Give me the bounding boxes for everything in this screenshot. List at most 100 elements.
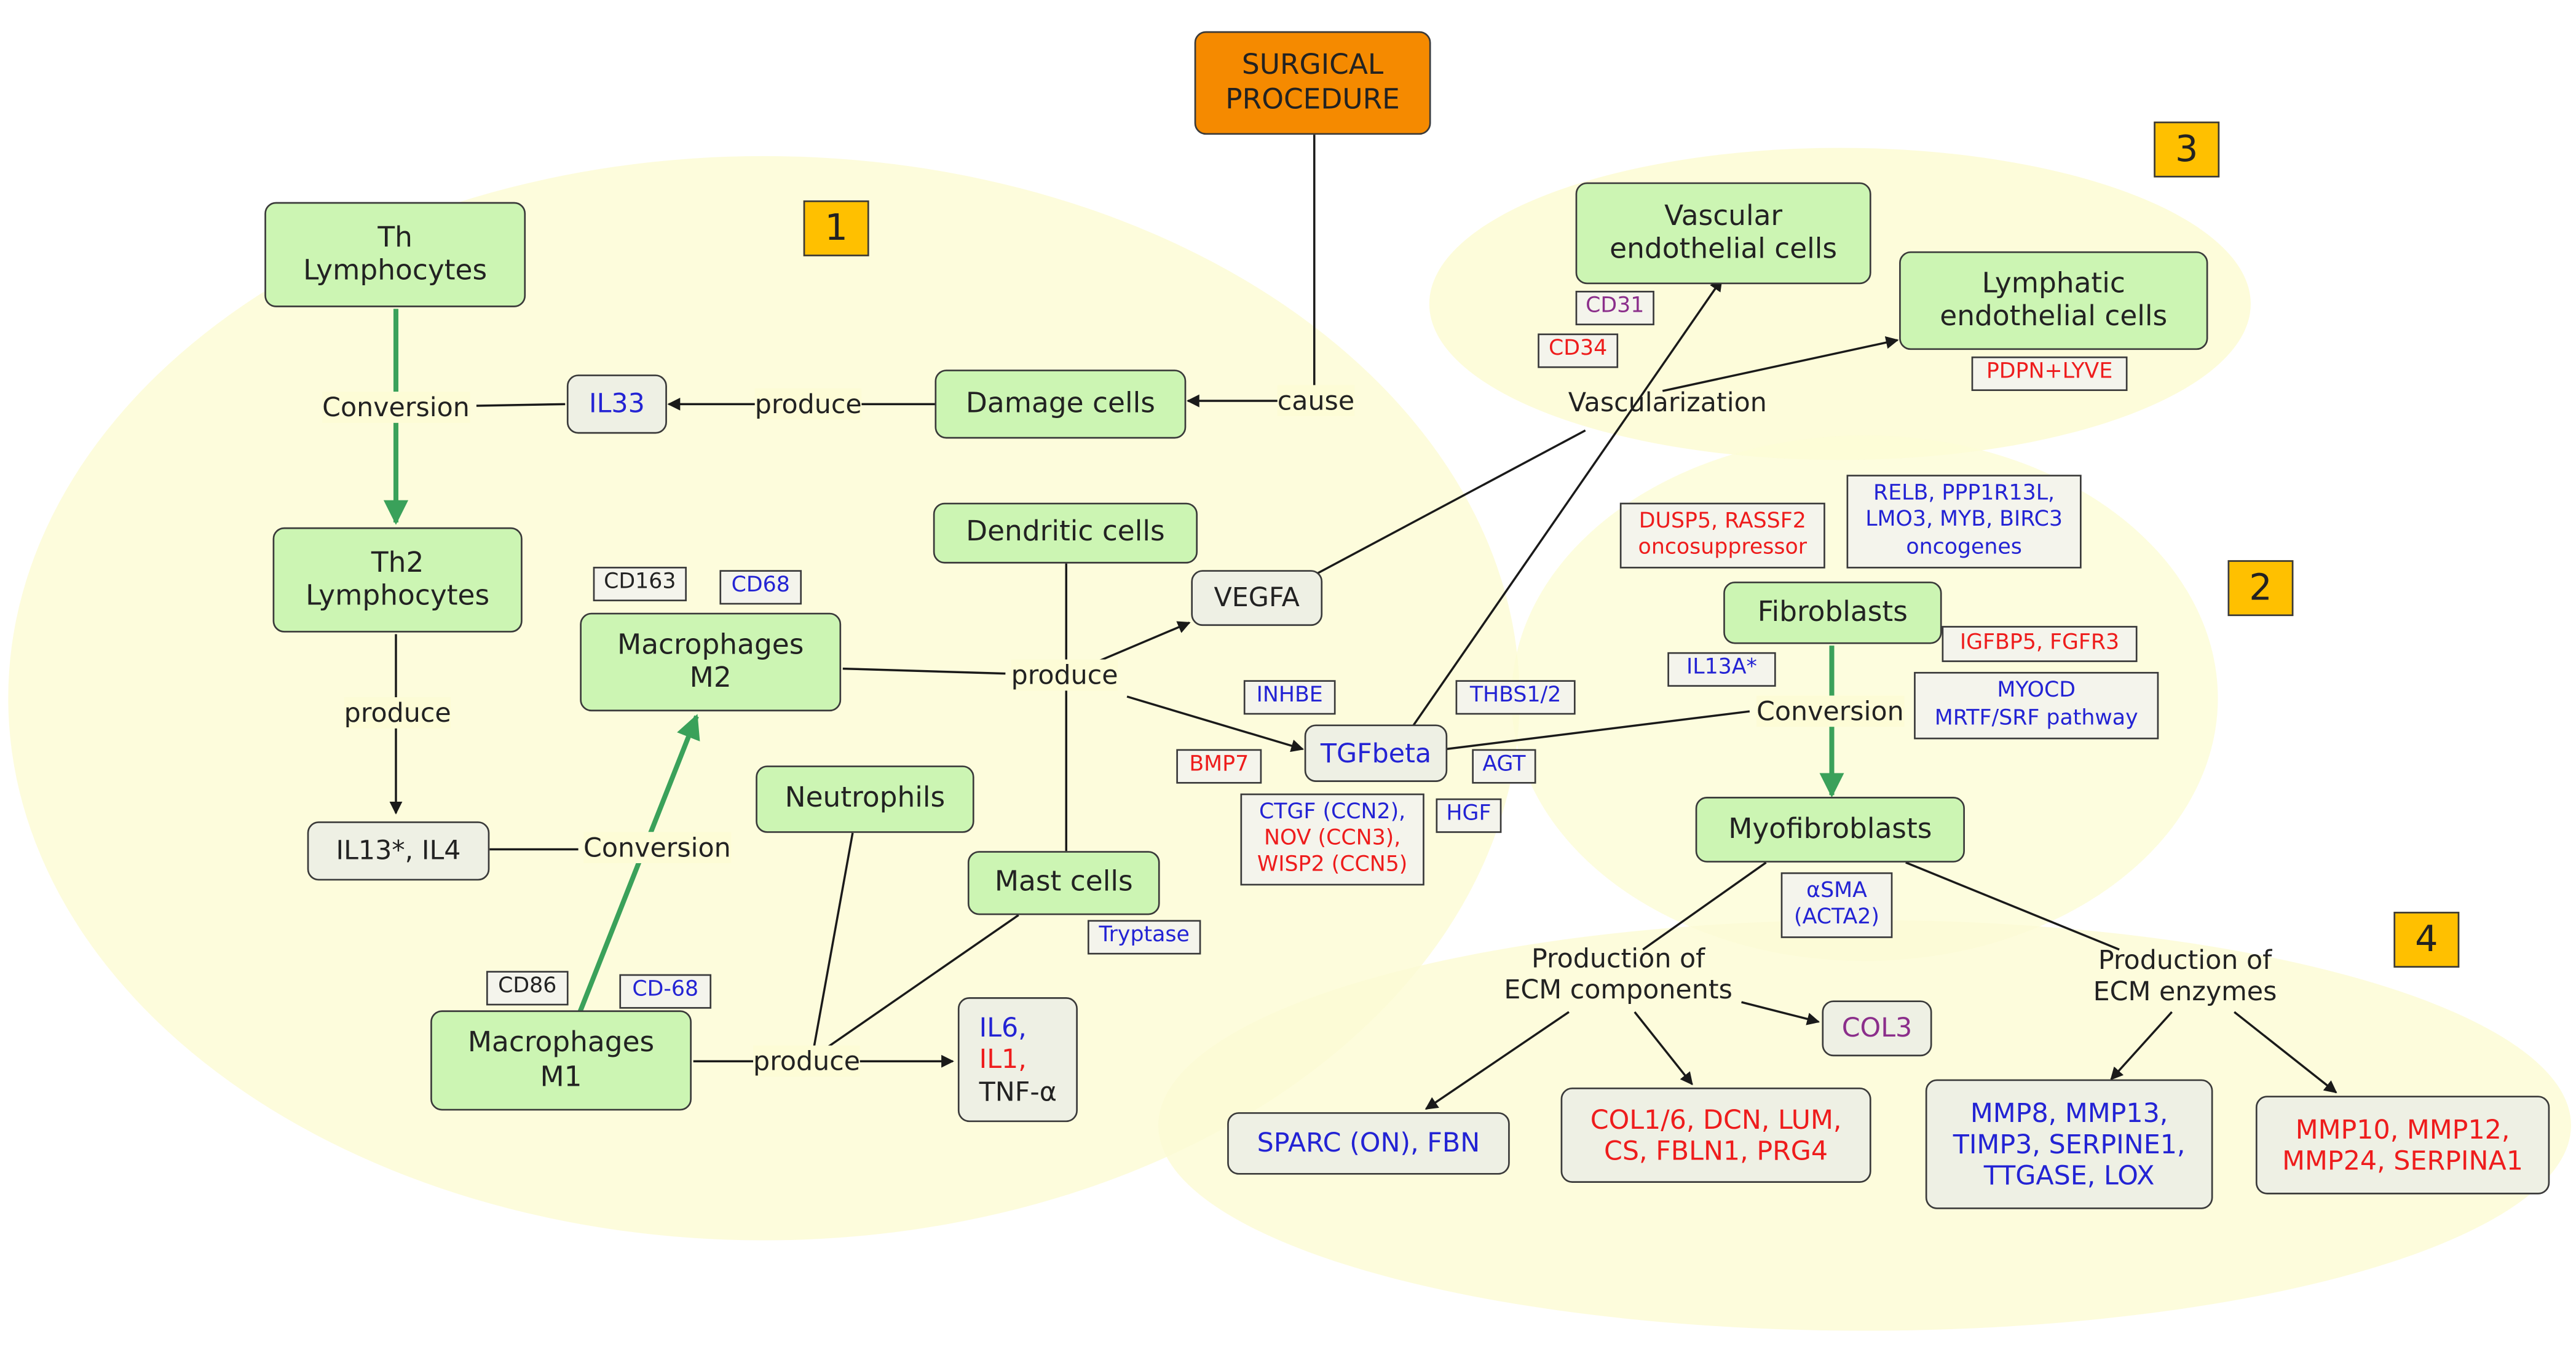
- tag-cd68-m1: CD-68: [619, 974, 712, 1009]
- tag-ctgf-nov-wisp2: CTGF (CCN2), NOV (CCN3), WISP2 (CCN5): [1240, 793, 1424, 886]
- tag-il13a: IL13A*: [1667, 652, 1776, 687]
- tag-cd31: CD31: [1575, 290, 1654, 326]
- il13-il4-node: IL13*, IL4: [307, 821, 490, 881]
- myocd-line-2: MRTF/SRF pathway: [1934, 705, 2138, 730]
- sparc-fbn-node: SPARC (ON), FBN: [1227, 1112, 1510, 1175]
- il33-node: IL33: [566, 374, 667, 434]
- mmp8-line-1: MMP8, MMP13,: [1970, 1097, 2168, 1129]
- wisp2-text: WISP2 (CCN5): [1257, 853, 1408, 878]
- label-conversion-th: Conversion: [322, 392, 470, 424]
- edge-myo-ecmenz: [1905, 861, 2120, 951]
- region-number-2: 2: [2227, 560, 2294, 617]
- ecm-enzymes-line-1: Production of: [2098, 944, 2272, 976]
- lymphatic-line-2: endothelial cells: [1940, 301, 2168, 334]
- tag-asma-acta2: αSMA (ACTA2): [1780, 872, 1893, 938]
- edge-vascularization-lymphatic: [1662, 336, 1899, 392]
- edge-ecmcomp-col16: [1634, 1011, 1693, 1086]
- ctgf-text: CTGF (CCN2),: [1259, 799, 1406, 824]
- surgical-procedure-node: SURGICAL PROCEDURE: [1194, 31, 1431, 135]
- mmp8-line-3: TTGASE, LOX: [1983, 1159, 2155, 1191]
- edge-ecmcomp-sparc: [1424, 1011, 1570, 1110]
- label-ecm-enzymes: Production of ECM enzymes: [2093, 944, 2277, 1008]
- vegfa-node: VEGFA: [1191, 570, 1323, 626]
- edge-produce-vegfa: [1092, 621, 1191, 665]
- region-number-1: 1: [803, 200, 869, 256]
- neutrophils-node: Neutrophils: [756, 765, 974, 833]
- th-line-1: Th: [377, 221, 413, 255]
- nov-text: NOV (CCN3),: [1264, 826, 1401, 851]
- label-conversion-m: Conversion: [583, 832, 731, 864]
- tag-cd34: CD34: [1538, 333, 1619, 368]
- relb-line-3: oncogenes: [1906, 535, 2022, 560]
- region-number-3: 3: [2154, 121, 2220, 178]
- tag-igfbp5-fgfr3: IGFBP5, FGFR3: [1942, 626, 2138, 662]
- edge-surgical-damage: [1186, 135, 1316, 408]
- vascular-endothelial-node: Vascular endothelial cells: [1575, 182, 1871, 285]
- relb-line-1: RELB, PPP1R13L,: [1873, 481, 2055, 507]
- m2-line-1: Macrophages: [617, 628, 804, 662]
- vascular-line-2: endothelial cells: [1610, 233, 1838, 266]
- col16-dcn-lum-node: COL1/6, DCN, LUM, CS, FBLN1, PRG4: [1560, 1087, 1871, 1183]
- label-conversion-fibro: Conversion: [1756, 695, 1904, 727]
- label-cause: cause: [1277, 385, 1355, 417]
- ecm-components-line-2: ECM components: [1504, 974, 1732, 1006]
- lymphatic-line-1: Lymphatic: [1981, 267, 2125, 300]
- tag-cd68: CD68: [719, 570, 802, 605]
- tag-agt: AGT: [1472, 749, 1536, 784]
- tnf-text: TNF-α: [979, 1075, 1057, 1107]
- asma-line-1: αSMA: [1806, 878, 1867, 904]
- th-lymphocytes-node: Th Lymphocytes: [264, 202, 526, 307]
- il6-il1-tnf-node: IL6, IL1, TNF-α: [957, 997, 1078, 1123]
- edge-neutrophils-produce: [812, 832, 854, 1052]
- edge-vegfa-vascularization: [1313, 429, 1586, 576]
- tag-cd86: CD86: [486, 971, 569, 1006]
- tag-pdpn-lyve: PDPN+LYVE: [1971, 356, 2128, 391]
- m1-line-2: M1: [540, 1060, 582, 1094]
- il1-text: IL1,: [979, 1043, 1027, 1075]
- myocd-line-1: MYOCD: [1997, 679, 2076, 704]
- label-ecm-components: Production of ECM components: [1504, 942, 1732, 1006]
- region-number-4: 4: [2393, 912, 2460, 968]
- tag-bmp7: BMP7: [1176, 749, 1262, 784]
- edge-ecmenz-mmp8: [2110, 1011, 2173, 1081]
- col16-line-2: CS, FBLN1, PRG4: [1604, 1135, 1828, 1167]
- mmp10-line-2: MMP24, SERPINA1: [2282, 1145, 2523, 1177]
- mmp8-line-2: TIMP3, SERPINE1,: [1953, 1128, 2186, 1160]
- tag-tryptase: Tryptase: [1087, 920, 1201, 955]
- dendritic-cells-node: Dendritic cells: [933, 502, 1198, 564]
- asma-line-2: (ACTA2): [1794, 905, 1879, 930]
- edge-m2-produce: [842, 667, 1006, 675]
- edge-ecmenz-mmp10: [2234, 1011, 2337, 1094]
- damage-cells-node: Damage cells: [934, 369, 1187, 439]
- mmp10-line-1: MMP10, MMP12,: [2295, 1113, 2510, 1145]
- edge-il33-conversion: [476, 403, 566, 407]
- surgical-line-1: SURGICAL: [1241, 49, 1384, 82]
- tag-thbs: THBS1/2: [1455, 680, 1576, 715]
- th-line-2: Lymphocytes: [303, 255, 488, 288]
- vascular-line-1: Vascular: [1664, 199, 1783, 233]
- col3-node: COL3: [1822, 1000, 1932, 1057]
- mast-cells-node: Mast cells: [967, 851, 1160, 915]
- macrophages-m2-node: Macrophages M2: [580, 612, 842, 712]
- label-produce-m2: produce: [1011, 659, 1118, 691]
- edge-ecmcomp-col3: [1741, 1001, 1820, 1025]
- edge-mast-produce: [821, 914, 1019, 1053]
- lymphatic-endothelial-node: Lymphatic endothelial cells: [1899, 251, 2208, 350]
- tgfbeta-node: TGFbeta: [1304, 724, 1448, 782]
- tag-cd163: CD163: [593, 566, 687, 602]
- tag-hgf: HGF: [1436, 798, 1502, 833]
- tag-inhbe: INHBE: [1243, 680, 1336, 715]
- edge-myo-ecmcomp: [1642, 861, 1767, 950]
- edge-m1-m2: [577, 714, 700, 1013]
- dusp-line-1: DUSP5, RASSF2: [1638, 508, 1806, 534]
- mmp8-mmp13-node: MMP8, MMP13, TIMP3, SERPINE1, TTGASE, LO…: [1925, 1079, 2213, 1209]
- relb-line-2: LMO3, MYB, BIRC3: [1865, 508, 2063, 533]
- tag-dusp5-rassf2: DUSP5, RASSF2 oncosuppressor: [1619, 502, 1825, 569]
- ecm-components-line-1: Production of: [1531, 942, 1705, 974]
- th2-lymphocytes-node: Th2 Lymphocytes: [272, 527, 523, 633]
- tag-relb-oncogenes: RELB, PPP1R13L, LMO3, MYB, BIRC3 oncogen…: [1846, 475, 2082, 569]
- mmp10-mmp12-node: MMP10, MMP12, MMP24, SERPINA1: [2255, 1096, 2550, 1195]
- label-produce-damage: produce: [754, 388, 862, 420]
- il6-text: IL6,: [979, 1012, 1027, 1044]
